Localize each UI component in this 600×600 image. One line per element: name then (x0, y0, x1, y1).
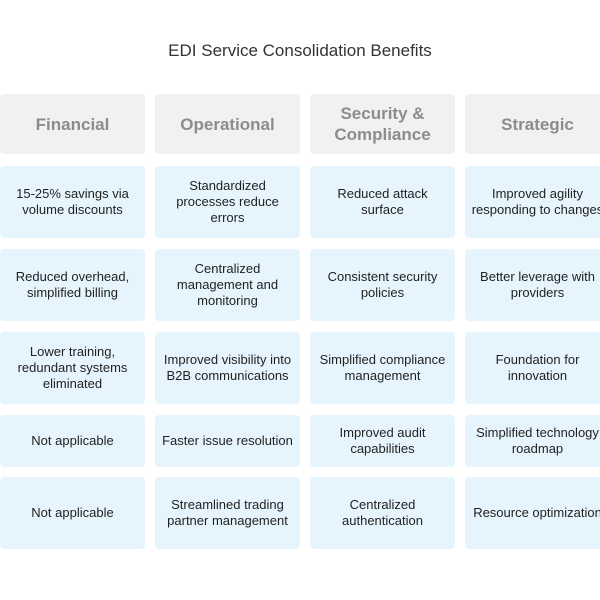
cell-security-5: Centralized authentication (310, 477, 455, 549)
cell-financial-5: Not applicable (0, 477, 145, 549)
cell-operational-4: Faster issue resolution (155, 415, 300, 467)
header-operational: Operational (155, 94, 300, 154)
cell-strategic-4: Simplified technology roadmap (465, 415, 600, 467)
cell-strategic-5: Resource optimization (465, 477, 600, 549)
header-financial: Financial (0, 94, 145, 154)
cell-security-2: Consistent security policies (310, 249, 455, 321)
cell-operational-1: Standardized processes reduce errors (155, 166, 300, 238)
header-strategic: Strategic (465, 94, 600, 154)
cell-financial-3: Lower training, redundant systems elimin… (0, 332, 145, 404)
cell-operational-3: Improved visibility into B2B communicati… (155, 332, 300, 404)
cell-security-4: Improved audit capabilities (310, 415, 455, 467)
header-security-compliance: Security & Compliance (310, 94, 455, 154)
cell-security-1: Reduced attack surface (310, 166, 455, 238)
cell-strategic-3: Foundation for innovation (465, 332, 600, 404)
cell-financial-4: Not applicable (0, 415, 145, 467)
cell-financial-2: Reduced overhead, simplified billing (0, 249, 145, 321)
benefits-grid: Financial Operational Security & Complia… (0, 94, 600, 554)
cell-operational-2: Centralized management and monitoring (155, 249, 300, 321)
cell-security-3: Simplified compliance management (310, 332, 455, 404)
cell-strategic-2: Better leverage with providers (465, 249, 600, 321)
cell-strategic-1: Improved agility responding to changes (465, 166, 600, 238)
diagram-title: EDI Service Consolidation Benefits (168, 41, 432, 60)
cell-operational-5: Streamlined trading partner management (155, 477, 300, 549)
cell-financial-1: 15-25% savings via volume discounts (0, 166, 145, 238)
